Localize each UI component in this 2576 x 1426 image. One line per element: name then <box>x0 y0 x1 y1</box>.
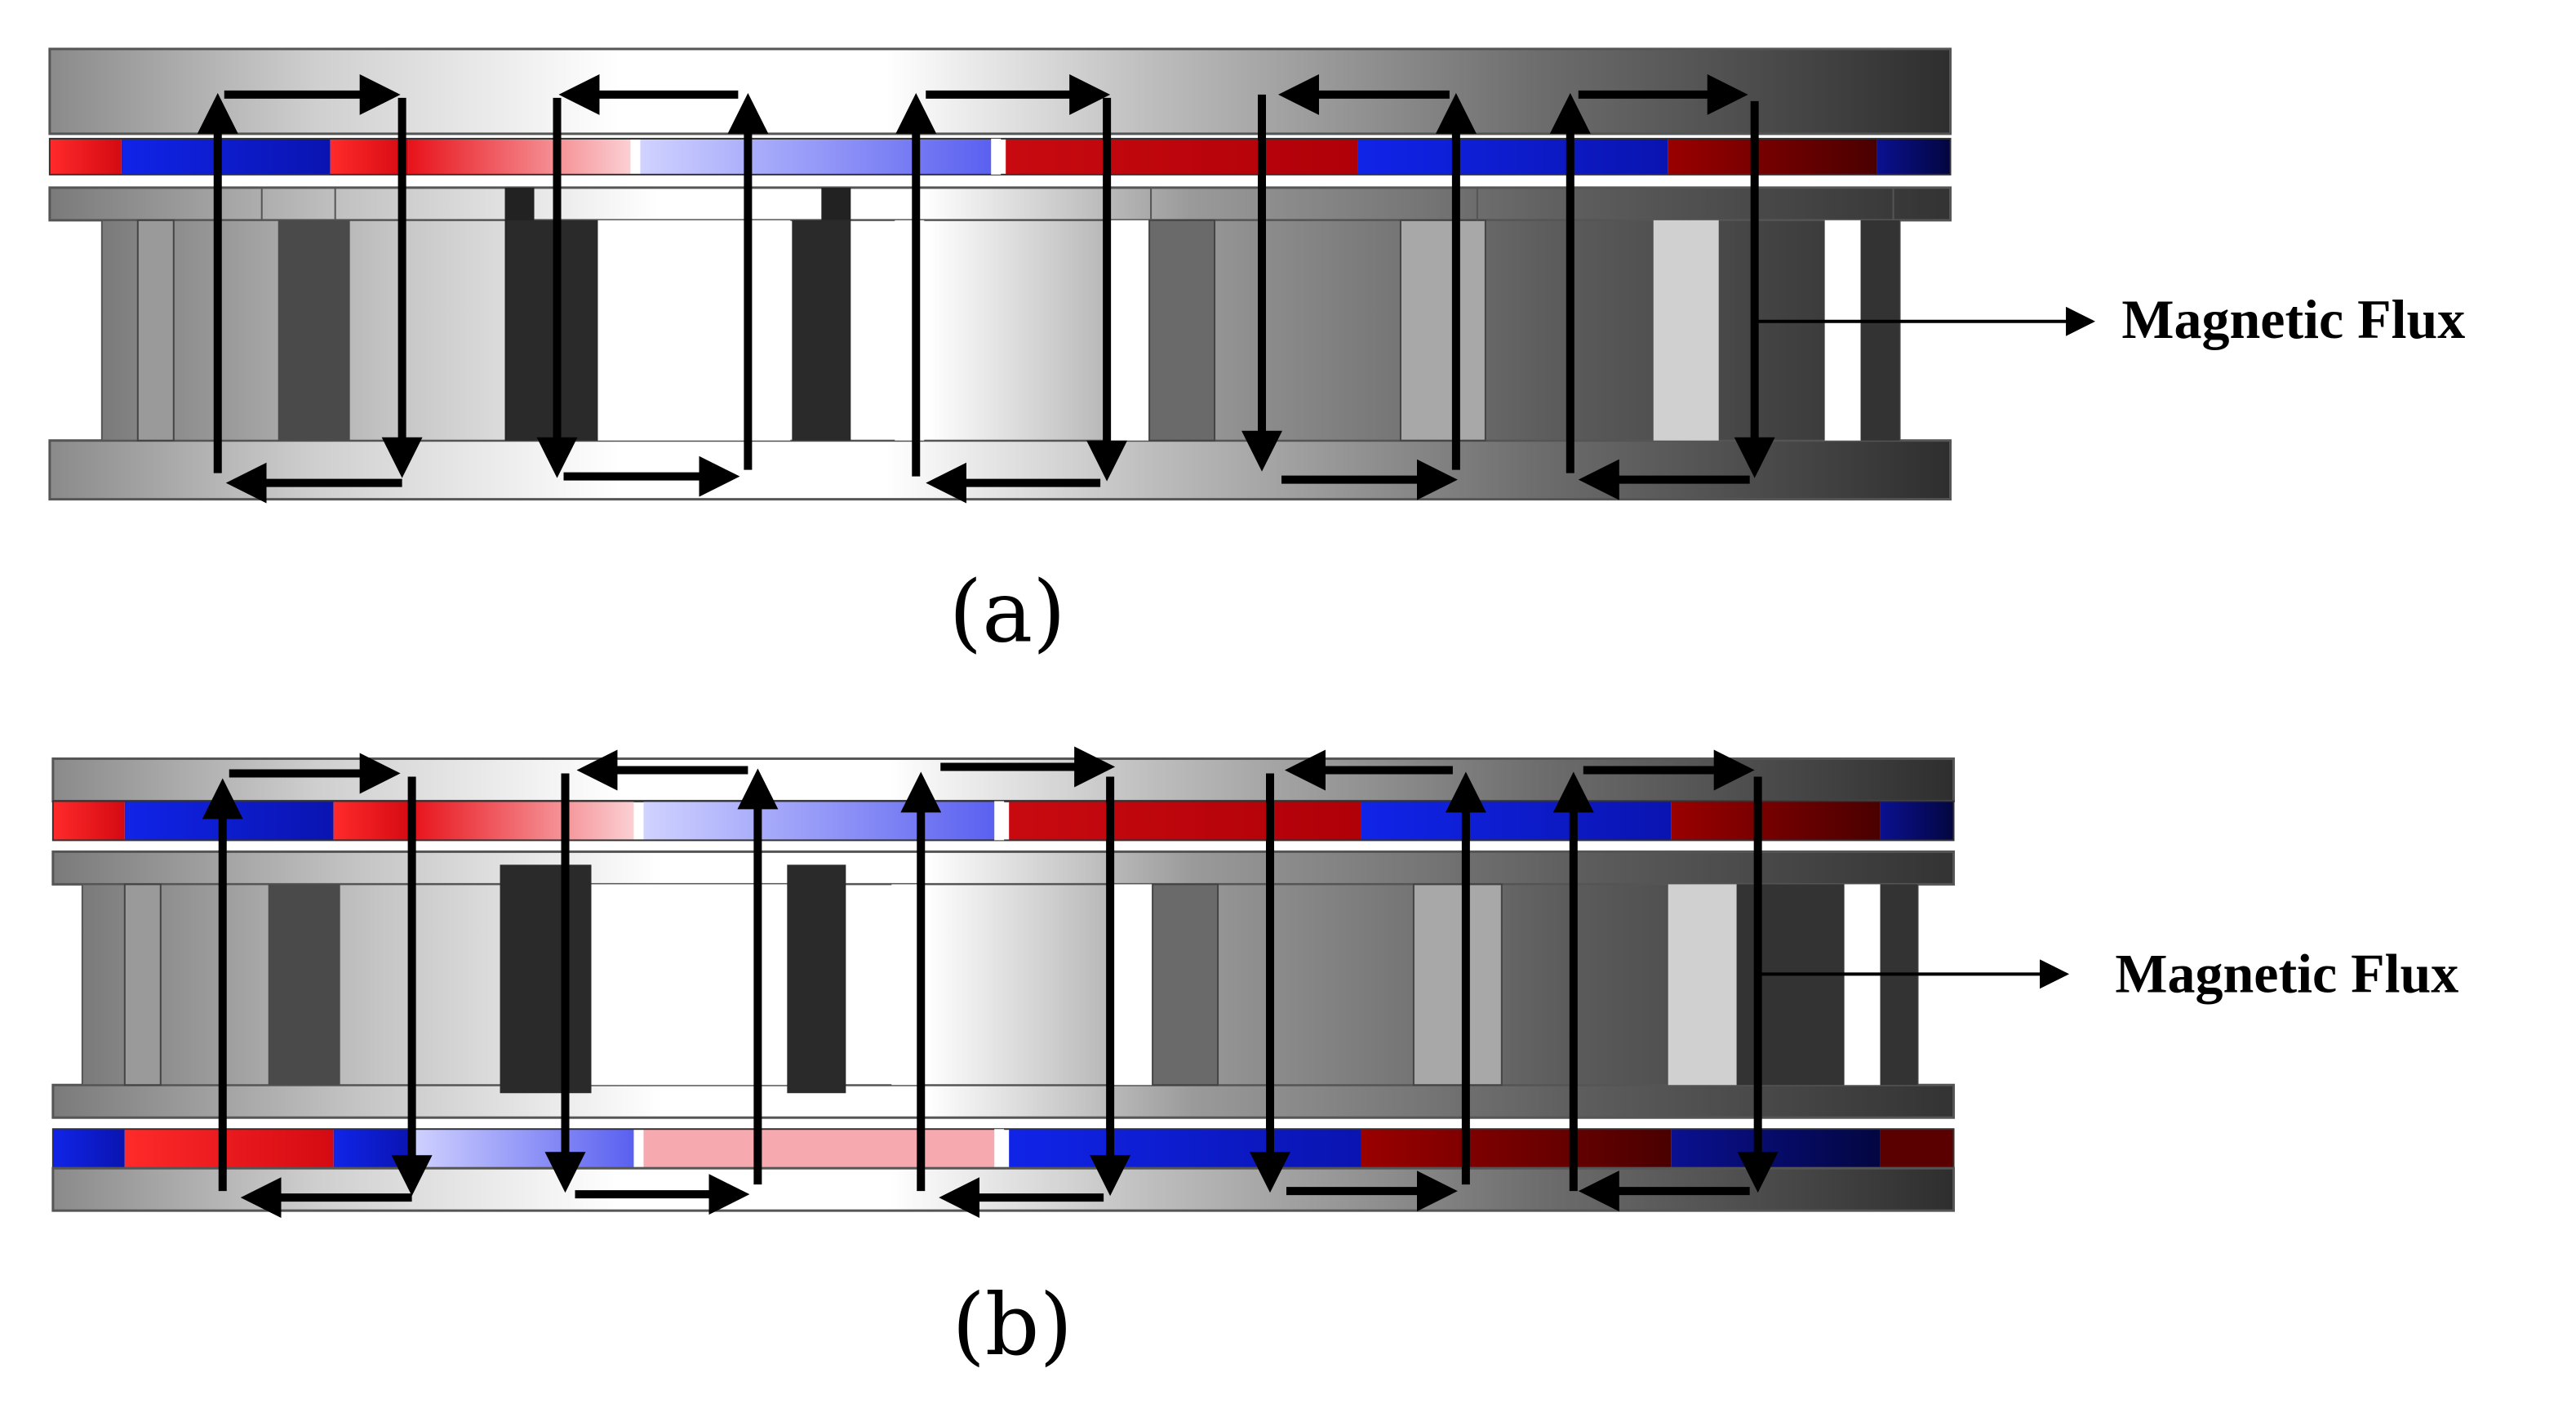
inner-magnet-ring <box>51 1128 1955 1170</box>
flux-arrows-b <box>202 746 1779 1219</box>
modulator-ring <box>48 186 1952 501</box>
caption-b: (b) <box>952 1276 1073 1375</box>
outer-magnet-ring <box>51 800 1955 842</box>
flux-label-a: Magnetic Flux <box>2121 288 2465 350</box>
figure-a <box>48 47 2096 504</box>
flux-label-b: Magnetic Flux <box>2115 942 2458 1004</box>
flux-arrows-a <box>197 73 1775 504</box>
outer-magnet-ring <box>48 137 1952 175</box>
figure-b <box>51 746 2070 1219</box>
caption-a: (a) <box>949 563 1066 662</box>
modulator-ring <box>51 850 1956 1119</box>
